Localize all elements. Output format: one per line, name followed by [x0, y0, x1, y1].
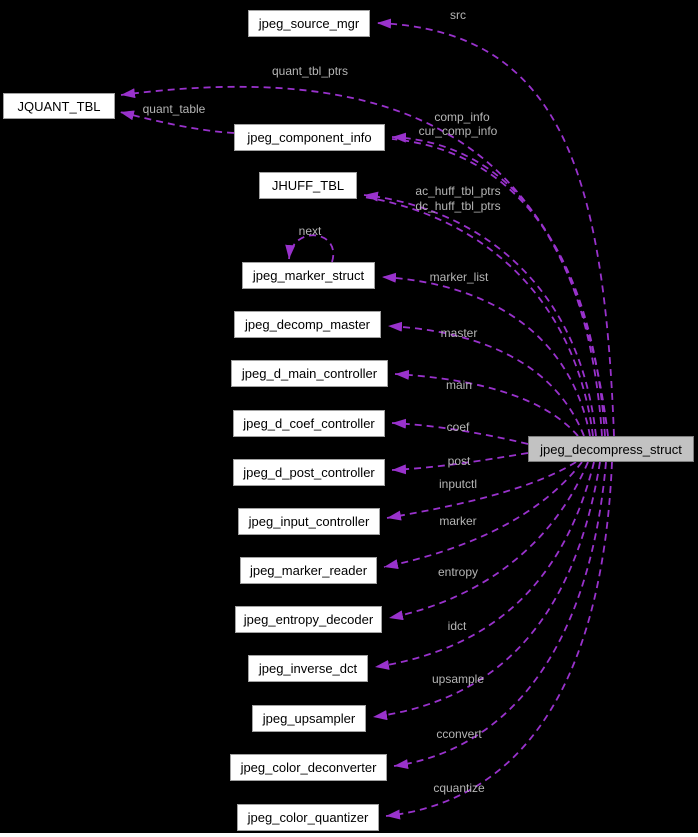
edge-label-main: main [445, 378, 473, 392]
node-jpeg-marker-struct[interactable]: jpeg_marker_struct [242, 262, 375, 289]
edge-marker [383, 461, 583, 570]
edge-label-quant-tbl-ptrs: quant_tbl_ptrs [271, 64, 349, 78]
edge-label-master: master [440, 326, 478, 340]
edge-inputctl [386, 461, 577, 521]
node-jpeg-color-deconverter[interactable]: jpeg_color_deconverter [230, 754, 387, 781]
node-jpeg-source-mgr[interactable]: jpeg_source_mgr [248, 10, 370, 37]
edge-label-inputctl: inputctl [438, 477, 478, 491]
node-jpeg-d-main-controller[interactable]: jpeg_d_main_controller [231, 360, 388, 387]
node-jpeg-d-post-controller[interactable]: jpeg_d_post_controller [233, 459, 385, 486]
edge-next-self-loop [285, 234, 335, 263]
edge-label-cconvert: cconvert [436, 727, 482, 741]
edge-post [391, 452, 529, 475]
edge-master [387, 321, 585, 437]
edge-label-next: next [298, 224, 322, 238]
edge-label-src: src [450, 8, 466, 22]
edge-label-quant-table: quant_table [142, 102, 206, 116]
edge-entropy [388, 461, 589, 621]
edge-label-dc-huff-tbl-ptrs: dc_huff_tbl_ptrs [415, 199, 501, 213]
edge-label-cquantize: cquantize [433, 781, 485, 795]
edge-label-idct: idct [447, 619, 467, 633]
edge-idct [374, 461, 595, 670]
edge-cur-comp-info [391, 138, 606, 437]
node-jpeg-component-info[interactable]: jpeg_component_info [234, 124, 385, 151]
edge-label-comp-info: comp_info [434, 110, 490, 124]
edge-ac-huff-tbl-ptrs [363, 191, 597, 437]
edge-quant-tbl-ptrs [120, 85, 609, 437]
edge-label-cur-comp-info: cur_comp_info [418, 124, 498, 138]
edge-label-marker: marker [439, 514, 477, 528]
page-bottom-strip [0, 833, 698, 837]
node-jpeg-input-controller[interactable]: jpeg_input_controller [238, 508, 380, 535]
edge-label-ac-huff-tbl-ptrs: ac_huff_tbl_ptrs [415, 184, 501, 198]
edge-label-post: post [447, 454, 471, 468]
edge-coef [391, 418, 529, 445]
edge-comp-info [391, 132, 603, 437]
node-jpeg-upsampler[interactable]: jpeg_upsampler [252, 705, 366, 732]
node-jpeg-decomp-master[interactable]: jpeg_decomp_master [234, 311, 381, 338]
edge-label-upsample: upsample [431, 672, 485, 686]
edge-dc-huff-tbl-ptrs [363, 196, 594, 437]
edge-main [394, 369, 579, 437]
node-jpeg-entropy-decoder[interactable]: jpeg_entropy_decoder [235, 606, 382, 633]
edge-label-marker-list: marker_list [429, 270, 489, 284]
node-jpeg-inverse-dct[interactable]: jpeg_inverse_dct [248, 655, 368, 682]
node-jquant-tbl[interactable]: JQUANT_TBL [3, 93, 115, 119]
edge-upsample [372, 461, 601, 721]
node-jpeg-d-coef-controller[interactable]: jpeg_d_coef_controller [233, 410, 385, 437]
edge-label-entropy: entropy [437, 565, 479, 579]
edge-cconvert [393, 461, 607, 770]
node-jpeg-marker-reader[interactable]: jpeg_marker_reader [240, 557, 377, 584]
node-jpeg-decompress-struct[interactable]: jpeg_decompress_struct [528, 436, 694, 462]
node-jpeg-color-quantizer[interactable]: jpeg_color_quantizer [237, 804, 379, 831]
edge-label-coef: coef [446, 420, 470, 434]
node-jhuff-tbl[interactable]: JHUFF_TBL [259, 172, 357, 199]
edge-cquantize [385, 461, 613, 820]
edge-marker-list [381, 272, 591, 437]
